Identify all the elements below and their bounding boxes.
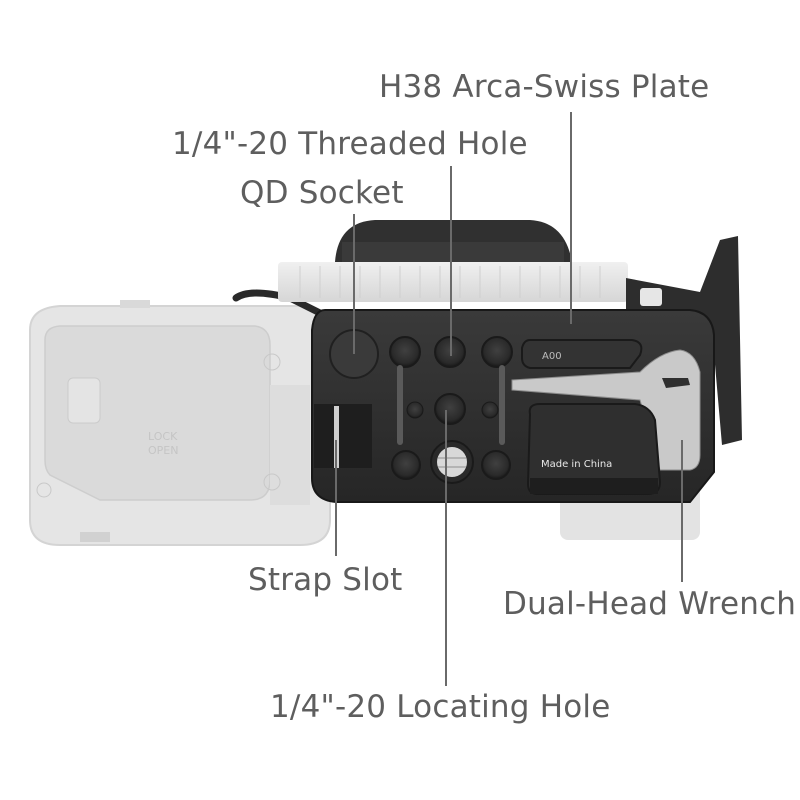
camera-body: LOCK OPEN — [29, 300, 700, 546]
leader-qd — [353, 214, 355, 354]
callout-locating-hole: 1/4"-20 Locating Hole — [270, 689, 611, 725]
leader-threaded — [450, 166, 452, 356]
svg-text:OPEN: OPEN — [148, 444, 178, 457]
plate-engraving: A00 — [542, 351, 562, 362]
callout-arca-plate: H38 Arca-Swiss Plate — [379, 69, 710, 105]
callout-threaded-hole: 1/4"-20 Threaded Hole — [172, 126, 528, 162]
leader-strap — [335, 440, 337, 556]
svg-text:LOCK: LOCK — [148, 430, 178, 443]
callout-dual-head-wrench: Dual-Head Wrench — [503, 586, 797, 622]
made-in-label: Made in China — [541, 459, 612, 470]
leader-locating — [445, 410, 447, 686]
leader-wrench — [681, 440, 683, 582]
callout-strap-slot: Strap Slot — [248, 562, 403, 598]
leader-arca — [570, 112, 572, 324]
callout-qd-socket: QD Socket — [240, 175, 404, 211]
